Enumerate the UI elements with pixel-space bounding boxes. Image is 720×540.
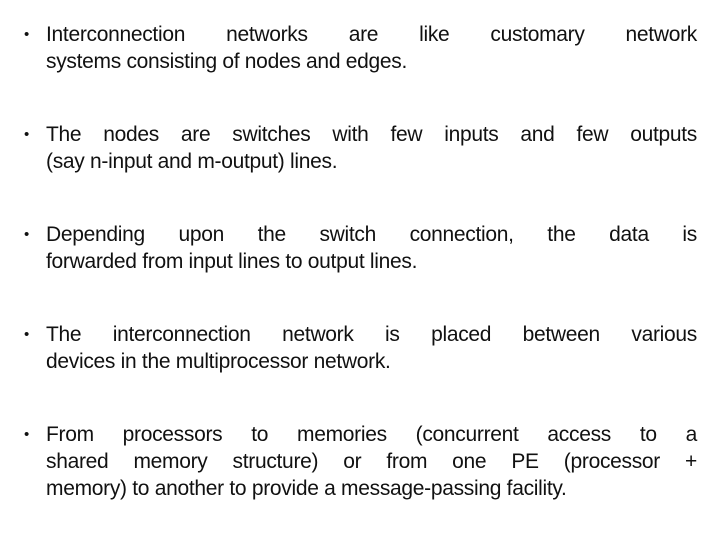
bullet-text: Depending upon the switch connection, th… [46,221,697,275]
bullet-line: systems consisting of nodes and edges. [46,50,407,73]
bullet-item: • From processors to memories (concurrent… [22,421,697,502]
bullet-list: • Interconnection networks are like custo… [22,21,697,502]
bullet-line: (say n-input and m-output) lines. [46,150,338,173]
bullet-line: devices in the multiprocessor network. [46,350,391,373]
bullet-item: • Depending upon the switch connection, t… [22,221,697,275]
bullet-line: Interconnection networks are like custom… [46,23,697,46]
bullet-marker: • [24,26,30,43]
bullet-line: From processors to memories (concurrent … [46,423,697,446]
bullet-line: memory) to another to provide a message-… [46,477,567,500]
bullet-text: From processors to memories (concurrent … [46,421,697,502]
bullet-marker: • [24,226,30,243]
bullet-item: • The interconnection network is placed b… [22,321,697,375]
bullet-marker: • [24,426,30,443]
bullet-text: Interconnection networks are like custom… [46,21,697,75]
bullet-text: The interconnection network is placed be… [46,321,697,375]
bullet-item: • Interconnection networks are like custo… [22,21,697,75]
bullet-line: Depending upon the switch connection, th… [46,223,697,246]
bullet-line: shared memory structure) or from one PE … [46,450,697,473]
bullet-marker: • [24,126,30,143]
bullet-line: The interconnection network is placed be… [46,323,697,346]
bullet-item: • The nodes are switches with few inputs … [22,121,697,175]
bullet-line: The nodes are switches with few inputs a… [46,123,697,146]
bullet-marker: • [24,326,30,343]
bullet-text: The nodes are switches with few inputs a… [46,121,697,175]
bullet-line: forwarded from input lines to output lin… [46,250,418,273]
